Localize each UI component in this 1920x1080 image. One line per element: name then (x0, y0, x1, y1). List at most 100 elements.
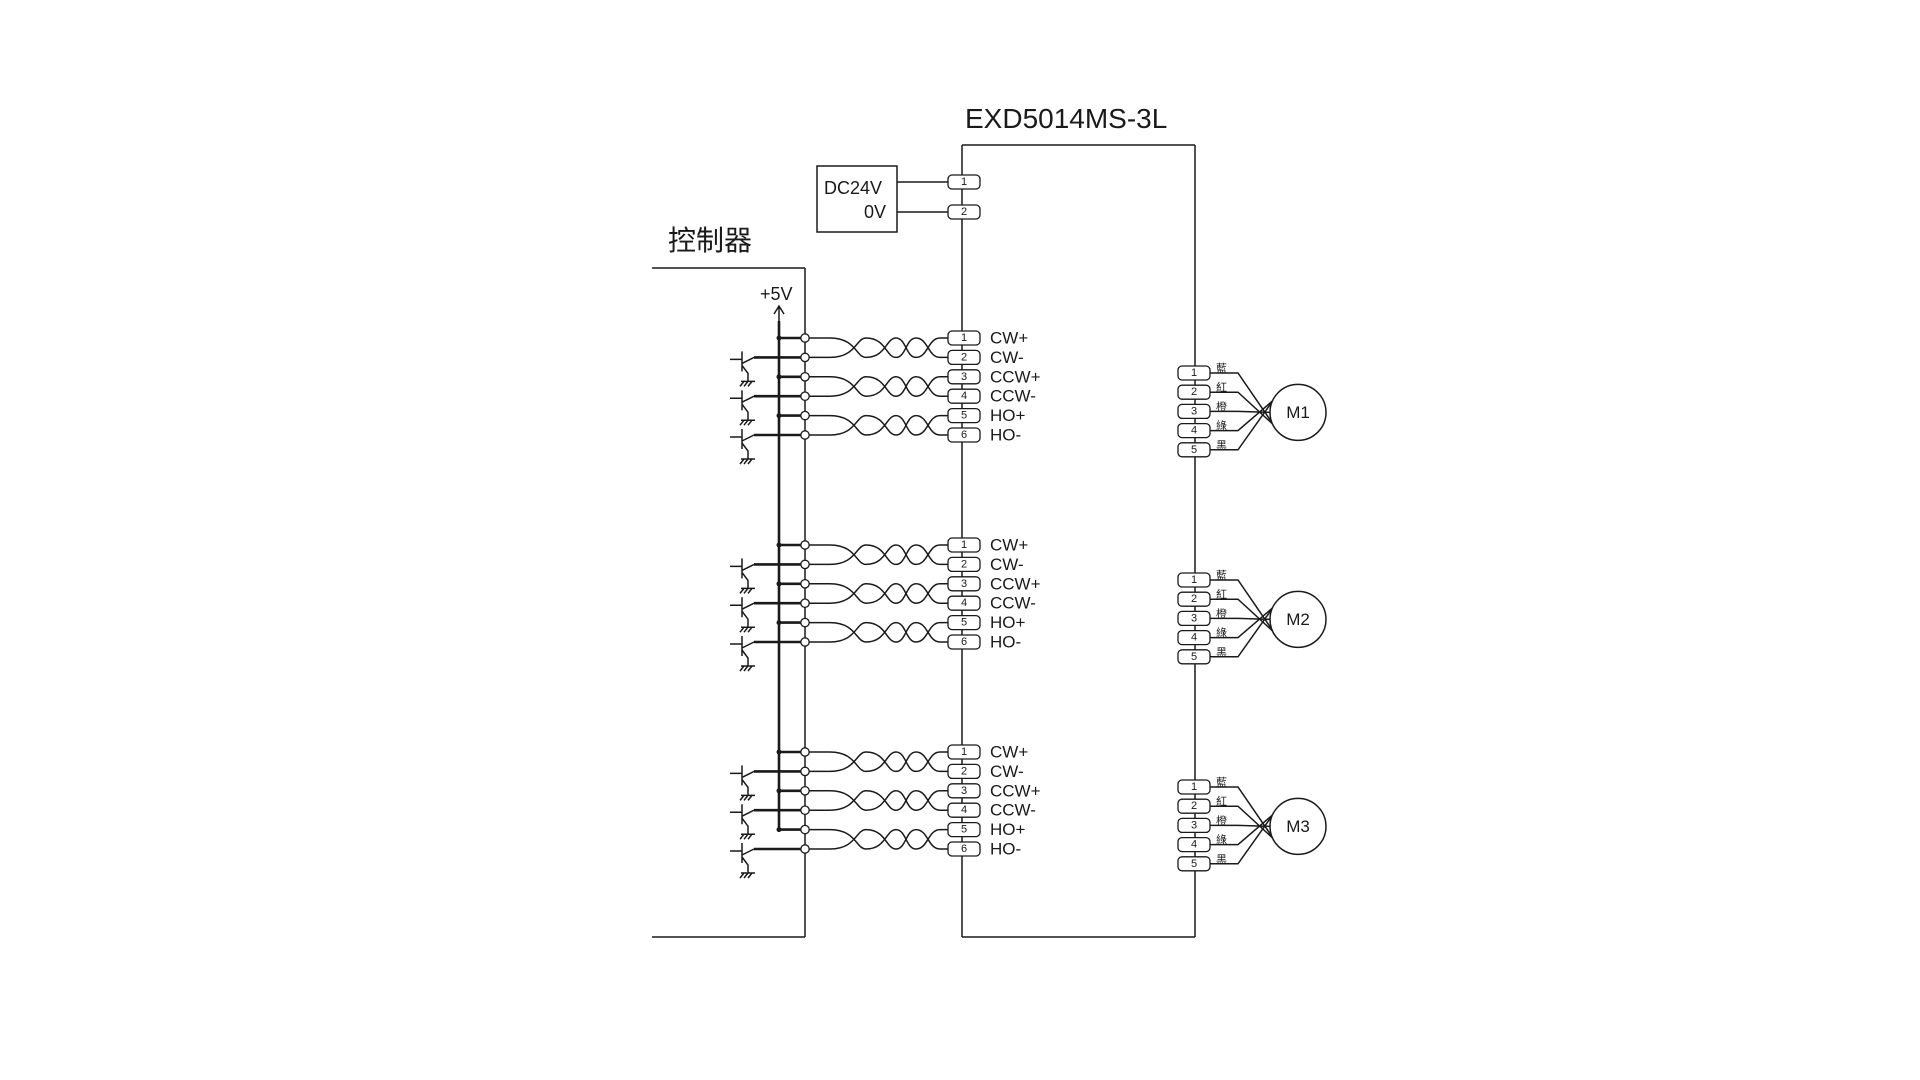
wire-node (800, 578, 810, 589)
wire-node (800, 805, 810, 816)
signal-wire (805, 621, 948, 643)
power-supply-label-top: DC24V (824, 178, 882, 198)
wire-node (800, 598, 810, 609)
signal-label: HO- (990, 426, 1021, 445)
signal-label: CCW+ (990, 574, 1041, 593)
motor-pin-number: 4 (1191, 632, 1197, 644)
signal-wire (805, 376, 948, 397)
motor-wire (1210, 805, 1273, 839)
signal-pin-number: 6 (961, 429, 967, 441)
bus-junction (776, 788, 782, 794)
power-supply-box (816, 165, 898, 233)
wire-node (800, 333, 810, 343)
signal-pin-number: 2 (961, 765, 967, 777)
signal-label: CW- (990, 762, 1024, 781)
signal-label: HO+ (990, 820, 1026, 839)
power-supply: DC24V 0V 1 2 (816, 165, 981, 233)
bus-junction (776, 335, 782, 341)
signal-pin (947, 763, 981, 780)
signal-pin-number: 4 (961, 390, 967, 402)
motor-symbol (1269, 797, 1327, 856)
supply-5v-arrow (773, 304, 785, 321)
power-pin-1-number: 1 (961, 176, 967, 188)
signal-wire (805, 337, 948, 359)
ground-symbol (739, 380, 755, 387)
motor-wire-color-label: 綠 (1216, 420, 1227, 433)
signal-wire (805, 544, 948, 566)
bus-junction (776, 413, 782, 419)
wire-node (800, 352, 810, 363)
wire-node (800, 766, 810, 777)
signal-label: CCW+ (990, 367, 1041, 386)
motor-wire-color-label: 綠 (1216, 627, 1227, 640)
wire-node (800, 430, 810, 440)
signal-wire (805, 751, 948, 773)
signal-pin (947, 369, 981, 385)
ground-symbol (739, 419, 755, 426)
ground-symbol (739, 626, 755, 633)
signal-pin (947, 556, 981, 573)
signal-label: CW+ (990, 536, 1028, 555)
signal-pin (947, 349, 981, 366)
signal-wire (805, 828, 948, 850)
signal-pin (947, 388, 981, 404)
transistor-switch (730, 804, 755, 835)
motor-pin-number: 2 (1191, 800, 1197, 812)
motor-pin-number: 5 (1191, 444, 1197, 456)
wire-node (800, 410, 810, 421)
transistor-switch (730, 765, 755, 796)
motor-wire (1210, 391, 1273, 425)
wire-node (800, 540, 810, 550)
signal-pin (947, 783, 981, 799)
motor-wire (1210, 400, 1273, 432)
motor-pin-number: 3 (1191, 405, 1197, 417)
signal-pin (947, 821, 981, 838)
signal-pin-number: 1 (961, 539, 967, 551)
motor-wire (1210, 786, 1280, 848)
driver-model-label: EXD5014MS-3L (965, 103, 1167, 134)
wire-node (800, 844, 810, 854)
signal-wire (805, 414, 948, 436)
bus-junction (776, 581, 782, 587)
ground-symbol (739, 587, 755, 594)
signal-pin-number: 6 (961, 843, 967, 855)
signal-wire (805, 376, 948, 397)
transistor-switch (730, 597, 755, 628)
signal-wire (805, 751, 948, 773)
motor-wire (1210, 372, 1280, 434)
motor-wire-color-label: 黑 (1216, 646, 1227, 659)
ground-symbol (739, 872, 755, 879)
controller-label: 控制器 (668, 225, 752, 256)
motor-wire (1210, 598, 1273, 632)
motor-wire-color-label: 藍 (1216, 776, 1227, 789)
signal-pin (947, 614, 981, 631)
power-pin-2-number: 2 (961, 206, 967, 218)
signal-pin-number: 1 (961, 332, 967, 344)
signal-label: CCW- (990, 594, 1036, 613)
motor-wire-color-label: 紅 (1216, 795, 1227, 808)
ground-symbol (739, 833, 755, 840)
motor-wire (1210, 598, 1280, 658)
motor-wire-color-label: 黑 (1216, 853, 1227, 866)
signal-pin (947, 841, 981, 857)
signal-wire (805, 544, 948, 566)
signal-pin-number: 4 (961, 804, 967, 816)
signal-pin-number: 2 (961, 351, 967, 363)
signal-wire (805, 337, 948, 359)
signal-pin (947, 576, 981, 592)
motor-label: M3 (1286, 817, 1310, 836)
signal-label: CW- (990, 348, 1024, 367)
motor-pin-number: 1 (1191, 574, 1197, 586)
signal-pin-number: 6 (961, 636, 967, 648)
wire-node (800, 371, 810, 382)
motor-pin-number: 4 (1191, 425, 1197, 437)
transistor-switch (730, 429, 755, 459)
signal-pin-number: 3 (961, 785, 967, 797)
signal-wire (805, 414, 948, 436)
motor-pin-number: 2 (1191, 593, 1197, 605)
signal-label: CW- (990, 555, 1024, 574)
motor-wire-color-label: 綠 (1216, 834, 1227, 847)
motor-pin-number: 5 (1191, 858, 1197, 870)
